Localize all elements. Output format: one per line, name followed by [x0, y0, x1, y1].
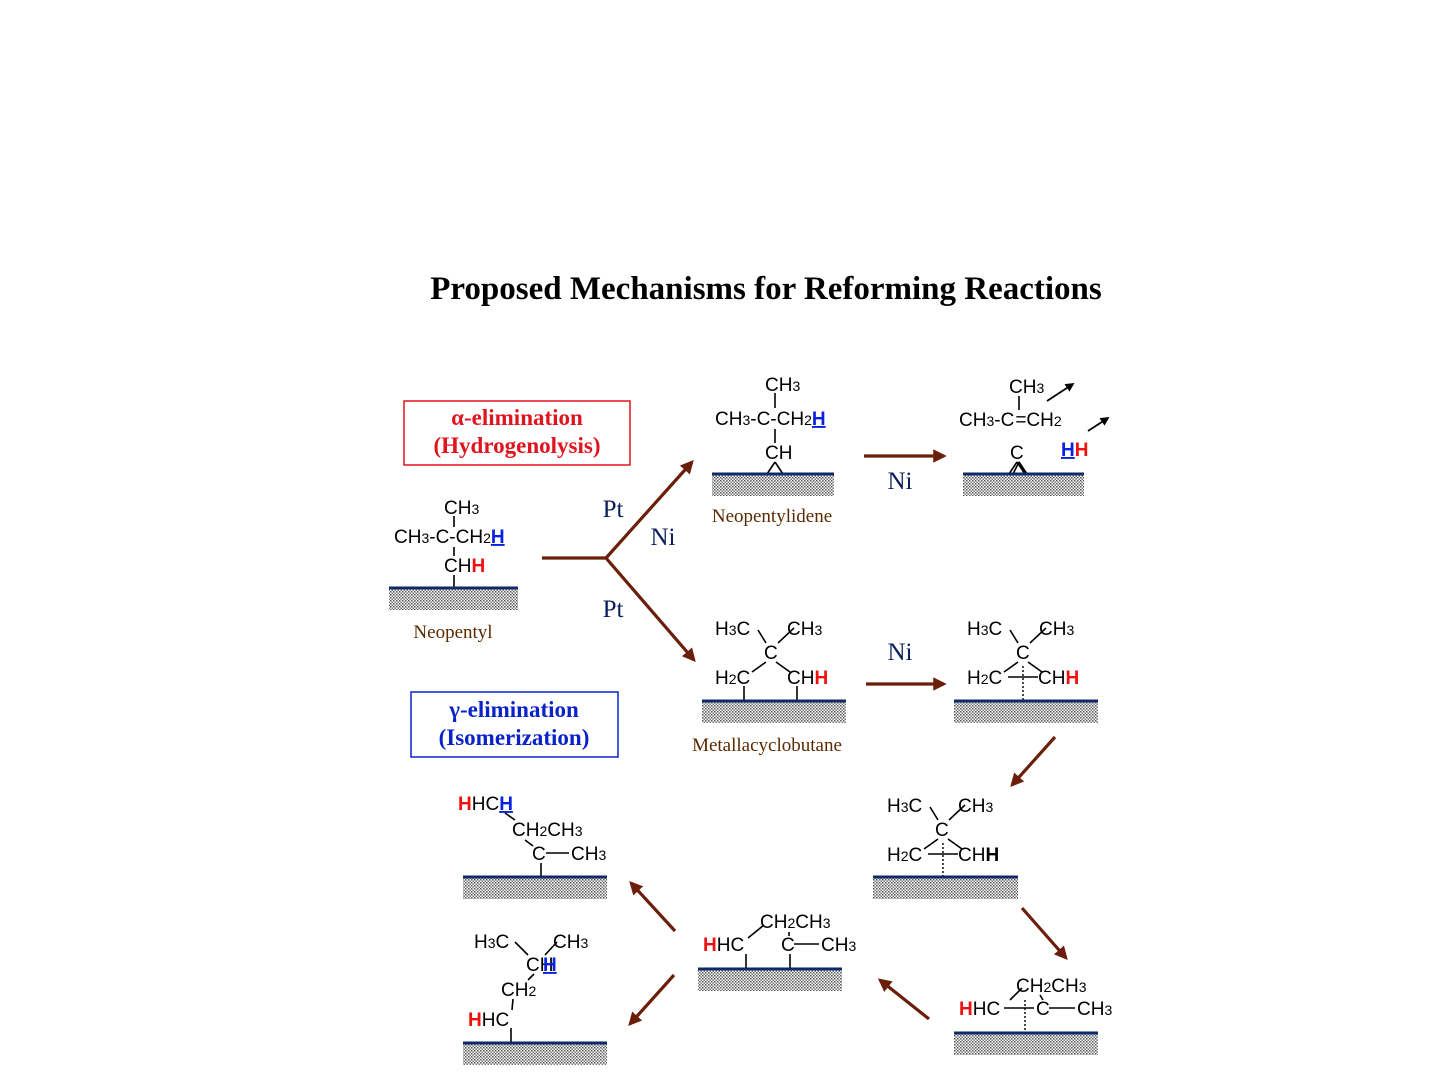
svg-text:H3C: H3C [967, 619, 1002, 640]
reaction-arrow-icon [628, 973, 676, 1027]
svg-text:C: C [764, 643, 778, 664]
catalyst-label-pt: Pt [603, 596, 624, 623]
svg-text:HHC: HHC [703, 935, 744, 956]
neopentyl-structure: CH3 CH3-C-CH2H CHH [389, 498, 518, 610]
svg-text:CH3: CH3 [787, 619, 822, 640]
branch-arrows [542, 459, 696, 663]
svg-text:C: C [935, 820, 949, 841]
svg-text:CH2CH3: CH2CH3 [760, 912, 831, 933]
svg-text:H3C: H3C [887, 796, 922, 817]
catalyst-label-ni: Ni [651, 524, 676, 551]
svg-text:C: C [532, 844, 546, 865]
metallacyclobutane-intermediate-structure: CH2CH3 HHC C CH3 [698, 912, 856, 991]
reaction-arrow-icon [604, 459, 694, 560]
metal-surface-icon [712, 474, 834, 496]
alpha-elimination-box: α-elimination (Hydrogenolysis) [403, 400, 631, 466]
svg-text:CH3-C=CH2: CH3-C=CH2 [959, 410, 1062, 431]
alpha-box-subtitle: (Hydrogenolysis) [434, 433, 601, 458]
svg-text:H: H [543, 955, 557, 976]
metal-surface-icon [963, 474, 1084, 496]
gamma-box-subtitle: (Isomerization) [439, 725, 590, 750]
neopentylidene-label: Neopentylidene [712, 506, 832, 527]
svg-text:C: C [1016, 643, 1030, 664]
svg-text:HHCH: HHCH [458, 794, 513, 815]
isobutene-desorption-structure: CH3 CH3-C=CH2 HH C [959, 377, 1110, 496]
metal-surface-icon [463, 1043, 607, 1065]
svg-text:CH3: CH3 [571, 844, 606, 865]
reaction-arrow-icon [877, 978, 930, 1021]
metal-surface-icon [954, 701, 1098, 723]
alpha-box-title: α-elimination [451, 405, 583, 430]
svg-text:CH3: CH3 [958, 796, 993, 817]
svg-text:H2C: H2C [967, 668, 1002, 689]
metal-surface-icon [954, 1033, 1098, 1055]
svg-text:H2C: H2C [715, 668, 750, 689]
svg-text:H3C: H3C [715, 619, 750, 640]
reaction-arrow-icon [1020, 906, 1068, 961]
neopentylidene-structure: CH3 CH3-C-CH2H CH [712, 375, 834, 496]
metallacycle-dehydrogenated-structure: H3C CH3 C H2C CHH [873, 796, 1018, 899]
svg-text:CH2CH3: CH2CH3 [1016, 976, 1087, 997]
svg-text:CH3: CH3 [1009, 377, 1044, 398]
svg-text:HHC: HHC [468, 1010, 509, 1031]
metal-surface-icon [873, 877, 1018, 899]
isopentane-precursor-structure: HHCH CH2CH3 C CH3 [458, 794, 607, 899]
svg-text:HH: HH [1061, 440, 1088, 461]
svg-text:CH2CH3: CH2CH3 [512, 820, 583, 841]
metallacycle-activated-structure: H3C CH3 C H2C CHH [954, 619, 1098, 723]
metallacyclobutane-structure: H3C CH3 C H2C CHH [702, 619, 846, 723]
metal-surface-icon [702, 701, 846, 723]
svg-text:CH3: CH3 [553, 932, 588, 953]
svg-text:CH: CH [765, 443, 792, 464]
svg-text:CHH: CHH [958, 845, 999, 866]
svg-text:CH3: CH3 [444, 498, 479, 519]
svg-text:CH: CH [526, 955, 553, 976]
svg-text:HHC: HHC [959, 999, 1000, 1020]
isopentyl-structure: H3C CH3 CH H CH2 HHC [463, 932, 607, 1065]
metal-surface-icon [463, 877, 607, 899]
metal-surface-icon [389, 588, 518, 610]
svg-text:CH3: CH3 [1077, 999, 1112, 1020]
svg-text:C: C [1036, 999, 1050, 1020]
svg-text:CH3: CH3 [1039, 619, 1074, 640]
reaction-arrow-icon [604, 556, 696, 663]
svg-text:CHH: CHH [1038, 668, 1079, 689]
svg-text:H3C: H3C [474, 932, 509, 953]
reaction-arrow-icon [1010, 735, 1057, 788]
page-title: Proposed Mechanisms for Reforming Reacti… [430, 271, 1102, 307]
svg-text:CHH: CHH [444, 556, 485, 577]
metal-surface-icon [698, 969, 842, 991]
svg-text:CHH: CHH [787, 668, 828, 689]
svg-text:CH3: CH3 [821, 935, 856, 956]
catalyst-label-ni: Ni [888, 468, 913, 495]
svg-text:CH3-C-CH2H: CH3-C-CH2H [394, 527, 505, 548]
rearranged-metallacycle-structure: CH2CH3 HHC C CH3 [954, 976, 1112, 1055]
svg-text:C: C [781, 935, 795, 956]
metallacyclobutane-label: Metallacyclobutane [692, 735, 842, 756]
catalyst-label-pt: Pt [603, 496, 624, 523]
reaction-arrow-icon [629, 881, 677, 933]
svg-text:CH3: CH3 [765, 375, 800, 396]
desorption-arrow-icon [1046, 383, 1075, 402]
svg-text:H2C: H2C [887, 845, 922, 866]
gamma-box-title: γ-elimination [448, 697, 579, 722]
desorption-arrow-icon [1087, 417, 1110, 432]
svg-text:CH2: CH2 [501, 980, 536, 1001]
catalyst-label-ni: Ni [888, 639, 913, 666]
svg-text:CH3-C-CH2H: CH3-C-CH2H [715, 409, 826, 430]
svg-text:C: C [1010, 443, 1024, 464]
neopentyl-label: Neopentyl [413, 622, 492, 643]
gamma-elimination-box: γ-elimination (Isomerization) [410, 691, 619, 758]
